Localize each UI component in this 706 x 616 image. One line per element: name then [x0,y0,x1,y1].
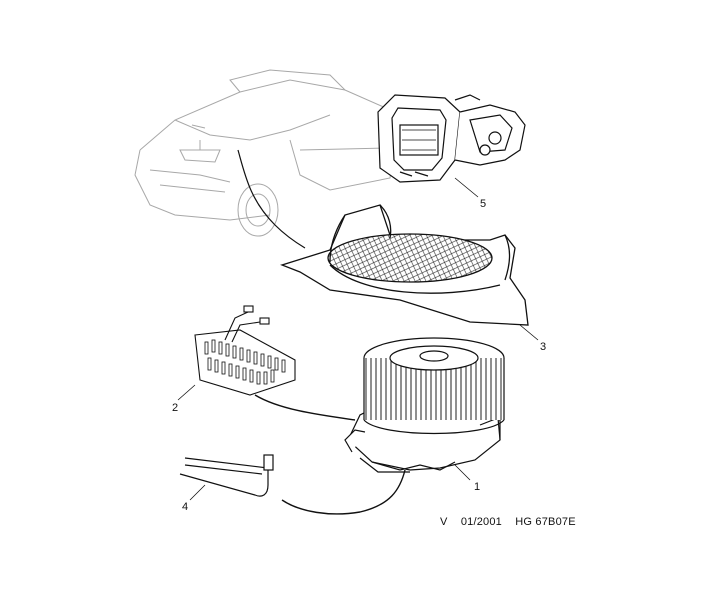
part-2-resistor [194,305,356,421]
drawing-reference: V 01/2001 HG 67B07E [440,516,586,528]
callout-3: 3 [540,341,546,353]
part-5-housing [377,94,526,183]
callout-4: 4 [182,501,188,513]
part-1-blower-motor [281,337,505,515]
drawing-number: HG 67B07E [515,516,576,528]
part-3-filter [280,204,529,326]
revision-date: 01/2001 [460,516,502,528]
callout-5: 5 [480,198,486,210]
view-code: V [440,516,448,528]
callout-1: 1 [474,481,480,493]
leader-line-car [237,149,306,249]
callout-leaders [177,177,539,501]
callout-2: 2 [172,402,178,414]
part-4-rod [179,454,274,497]
